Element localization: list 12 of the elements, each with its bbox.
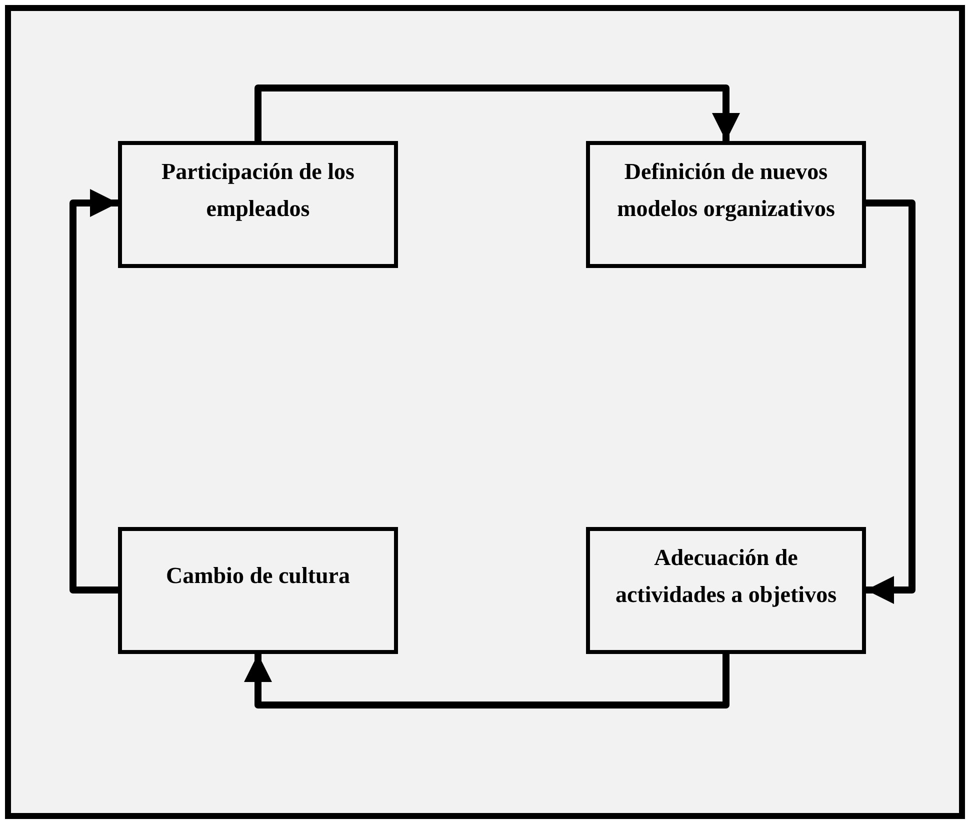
arrow [70, 189, 118, 594]
arrow [866, 200, 916, 604]
process-box [586, 141, 866, 268]
box-label: Participación de los empleados [160, 158, 356, 223]
box-label: Cambio de cultura [166, 562, 350, 590]
process-box [118, 141, 398, 268]
arrow [254, 84, 740, 141]
arrow [244, 654, 730, 708]
process-box [118, 527, 398, 654]
process-box [586, 527, 866, 654]
box-label: Definición de nuevos modelos organizativos [616, 158, 836, 224]
box-label: Adecuación de actividades a objetivos [614, 544, 838, 609]
